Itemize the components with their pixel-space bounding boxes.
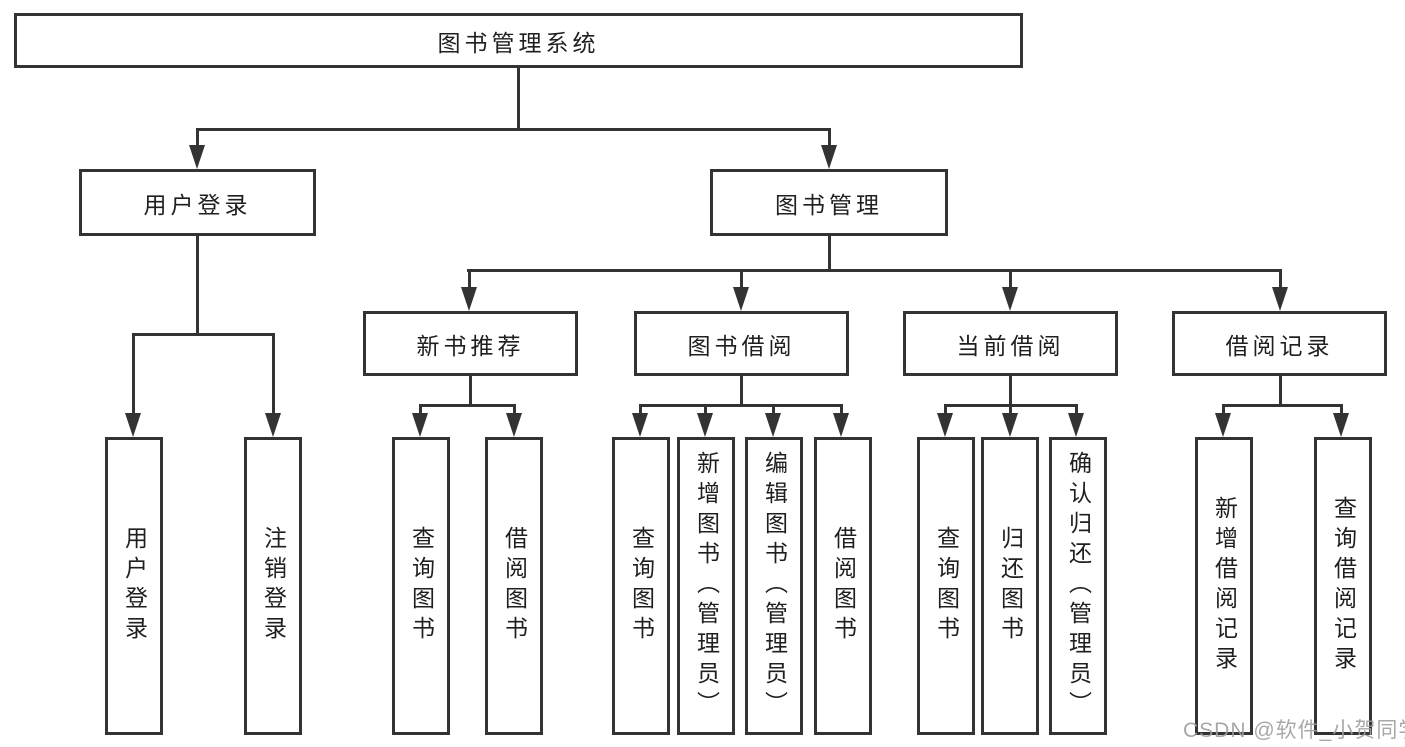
arrowhead-icon bbox=[412, 413, 428, 437]
arrowhead-icon bbox=[632, 413, 648, 437]
arrowhead-icon bbox=[833, 413, 849, 437]
arrowhead-icon bbox=[265, 413, 281, 437]
arrowhead-icon bbox=[1272, 287, 1288, 311]
connector-bookmgmt-stub-3 bbox=[1009, 269, 1012, 287]
connector-newbooks-stub-2 bbox=[513, 404, 516, 413]
leaf-borrow-book-label: 借阅图书 bbox=[830, 526, 857, 646]
connector-currentborrow-vline bbox=[1009, 376, 1012, 407]
leaf-records-query-label: 查询借阅记录 bbox=[1330, 496, 1357, 676]
connector-borrowrecords-stub-2 bbox=[1340, 404, 1343, 413]
leaf-current-confirm-admin-label: 确认归还（管理员） bbox=[1065, 451, 1092, 721]
arrowhead-icon bbox=[697, 413, 713, 437]
node-book-borrow-label: 图书借阅 bbox=[687, 332, 796, 359]
leaf-newbooks-query: 查询图书 bbox=[392, 437, 450, 735]
leaf-borrow-add-admin: 新增图书（管理员） bbox=[677, 437, 735, 735]
connector-currentborrow-stub-2 bbox=[1009, 404, 1012, 413]
leaf-current-return: 归还图书 bbox=[981, 437, 1039, 735]
node-user-login-label: 用户登录 bbox=[143, 191, 252, 218]
arrowhead-icon bbox=[1002, 287, 1018, 311]
arrowhead-icon bbox=[461, 287, 477, 311]
node-new-book-recommend: 新书推荐 bbox=[363, 311, 578, 376]
node-current-borrow: 当前借阅 bbox=[903, 311, 1118, 376]
node-new-book-recommend-label: 新书推荐 bbox=[416, 332, 525, 359]
leaf-user-login-label: 用户登录 bbox=[121, 526, 148, 646]
arrowhead-icon bbox=[1068, 413, 1084, 437]
arrowhead-icon bbox=[1215, 413, 1231, 437]
leaf-newbooks-borrow-label: 借阅图书 bbox=[501, 526, 528, 646]
node-current-borrow-label: 当前借阅 bbox=[956, 332, 1065, 359]
connector-currentborrow-stub-1 bbox=[944, 404, 947, 413]
arrowhead-icon bbox=[189, 145, 205, 169]
connector-newbooks-hline bbox=[419, 404, 516, 407]
node-borrow-records: 借阅记录 bbox=[1172, 311, 1387, 376]
connector-bookmgmt-stub-2 bbox=[740, 269, 743, 287]
arrowhead-icon bbox=[821, 145, 837, 169]
connector-currentborrow-stub-3 bbox=[1075, 404, 1078, 413]
leaf-borrow-query-label: 查询图书 bbox=[628, 526, 655, 646]
connector-borrowrecords-hline bbox=[1222, 404, 1343, 407]
connector-root-stub-right bbox=[828, 128, 831, 147]
node-user-login: 用户登录 bbox=[79, 169, 316, 236]
connector-bookborrow-hline bbox=[639, 404, 843, 407]
connector-root-stub-left bbox=[196, 128, 199, 147]
node-book-management-label: 图书管理 bbox=[775, 191, 883, 218]
leaf-user-login: 用户登录 bbox=[105, 437, 163, 735]
connector-bookmgmt-stub-4 bbox=[1279, 269, 1282, 287]
node-root: 图书管理系统 bbox=[14, 13, 1023, 68]
node-root-label: 图书管理系统 bbox=[437, 29, 600, 56]
arrowhead-icon bbox=[765, 413, 781, 437]
node-book-management: 图书管理 bbox=[710, 169, 948, 236]
connector-userlogin-stub-1 bbox=[132, 333, 135, 413]
connector-borrowrecords-vline bbox=[1279, 376, 1282, 407]
leaf-records-query: 查询借阅记录 bbox=[1314, 437, 1372, 735]
connector-bookborrow-stub-1 bbox=[639, 404, 642, 413]
leaf-logout: 注销登录 bbox=[244, 437, 302, 735]
leaf-records-add-label: 新增借阅记录 bbox=[1211, 496, 1238, 676]
connector-bookborrow-stub-4 bbox=[840, 404, 843, 413]
leaf-borrow-query: 查询图书 bbox=[612, 437, 670, 735]
connector-userlogin-stub-2 bbox=[272, 333, 275, 413]
connector-bookmgmt-stub-1 bbox=[468, 269, 471, 287]
arrowhead-icon bbox=[1002, 413, 1018, 437]
arrowhead-icon bbox=[1333, 413, 1349, 437]
leaf-current-return-label: 归还图书 bbox=[997, 526, 1024, 646]
connector-newbooks-stub-1 bbox=[419, 404, 422, 413]
connector-userlogin-hline bbox=[132, 333, 274, 336]
arrowhead-icon bbox=[733, 287, 749, 311]
leaf-newbooks-query-label: 查询图书 bbox=[408, 526, 435, 646]
watermark: CSDN @软件_小贺同学 bbox=[1183, 719, 1405, 742]
leaf-borrow-edit-admin-label: 编辑图书（管理员） bbox=[761, 451, 788, 721]
connector-bookborrow-vline bbox=[740, 376, 743, 407]
node-borrow-records-label: 借阅记录 bbox=[1225, 332, 1334, 359]
node-book-borrow: 图书借阅 bbox=[634, 311, 849, 376]
leaf-records-add: 新增借阅记录 bbox=[1195, 437, 1253, 735]
arrowhead-icon bbox=[506, 413, 522, 437]
connector-root-hline bbox=[196, 128, 830, 131]
leaf-borrow-book: 借阅图书 bbox=[814, 437, 872, 735]
connector-bookborrow-stub-3 bbox=[772, 404, 775, 413]
leaf-current-confirm-admin: 确认归还（管理员） bbox=[1049, 437, 1107, 735]
connector-newbooks-vline bbox=[469, 376, 472, 407]
arrowhead-icon bbox=[937, 413, 953, 437]
arrowhead-icon bbox=[125, 413, 141, 437]
connector-root-vline bbox=[517, 67, 520, 131]
leaf-current-query-label: 查询图书 bbox=[933, 526, 960, 646]
leaf-borrow-edit-admin: 编辑图书（管理员） bbox=[745, 437, 803, 735]
leaf-current-query: 查询图书 bbox=[917, 437, 975, 735]
leaf-borrow-add-admin-label: 新增图书（管理员） bbox=[693, 451, 720, 721]
connector-bookborrow-stub-2 bbox=[704, 404, 707, 413]
connector-bookmgmt-vline bbox=[828, 236, 831, 272]
leaf-newbooks-borrow: 借阅图书 bbox=[485, 437, 543, 735]
connector-borrowrecords-stub-1 bbox=[1222, 404, 1225, 413]
connector-userlogin-vline bbox=[196, 236, 199, 336]
connector-bookmgmt-hline bbox=[467, 269, 1282, 272]
leaf-logout-label: 注销登录 bbox=[260, 526, 287, 646]
